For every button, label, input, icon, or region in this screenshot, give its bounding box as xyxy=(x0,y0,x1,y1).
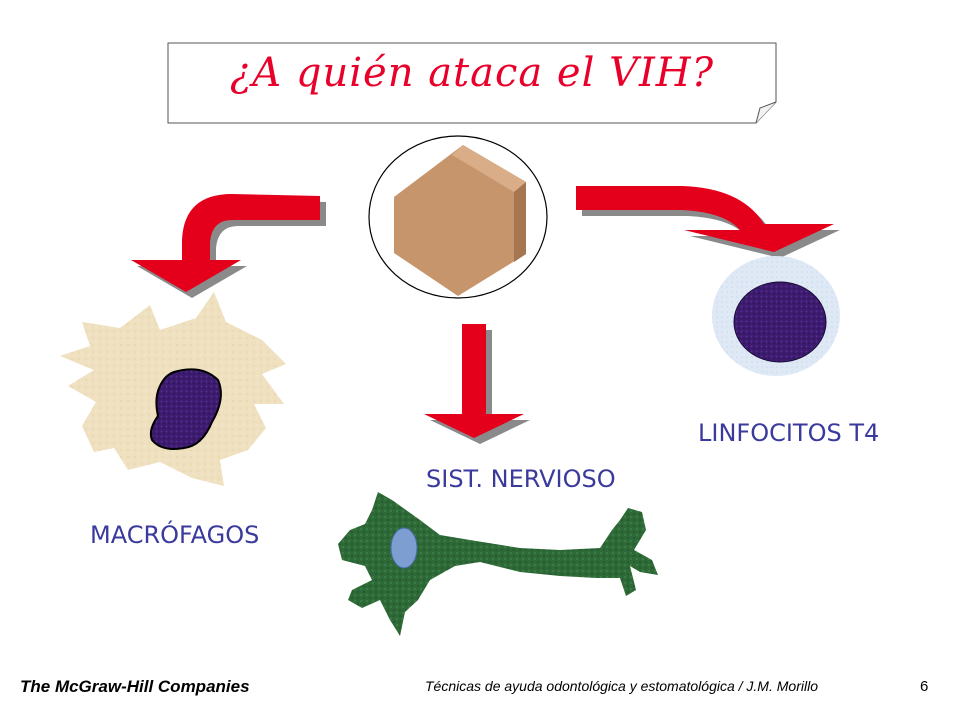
lymphocyte-cell xyxy=(712,256,840,376)
page-number: 6 xyxy=(920,678,929,695)
virus-icon xyxy=(368,135,548,299)
label-nervous-system: SIST. NERVIOSO xyxy=(426,465,616,493)
footer-course: Técnicas de ayuda odontológica y estomat… xyxy=(425,678,818,694)
macrophage-cell xyxy=(60,292,286,486)
slide-title: ¿A quién ataca el VIH? xyxy=(229,50,715,96)
arrow-to-lymphocytes xyxy=(576,186,840,258)
label-macrophages: MACRÓFAGOS xyxy=(90,521,260,549)
neuron-cell xyxy=(338,492,658,636)
label-lymphocytes: LINFOCITOS T4 xyxy=(698,419,880,447)
arrow-to-nervous-system xyxy=(424,324,530,444)
title-card xyxy=(167,42,777,124)
footer-publisher: The McGraw-Hill Companies xyxy=(20,677,250,696)
arrow-to-macrophages xyxy=(131,194,326,298)
